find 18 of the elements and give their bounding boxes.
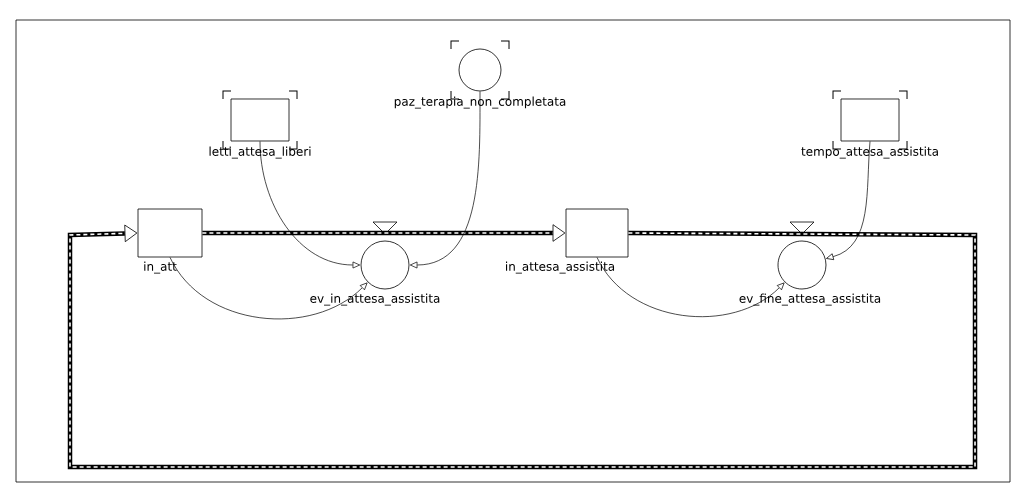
stock-box: in_attesa_assistita: [506, 208, 629, 274]
stock-box: in_att: [137, 208, 203, 274]
flow-pipe: [201, 224, 566, 242]
node-label: in_attesa_assistita: [506, 261, 615, 274]
node-label: in_att: [144, 261, 177, 274]
rate-valve: ev_in_attesa_assistita: [310, 221, 440, 306]
arrow: [826, 141, 871, 260]
flow-pipe: [67, 224, 978, 470]
arrow: [259, 141, 361, 269]
variable-box: tempo_attesa_assistita: [801, 90, 938, 159]
arrow: [169, 257, 368, 320]
node-label: ev_in_attesa_assistita: [310, 293, 440, 306]
rate-valve: ev_fine_attesa_assistita: [739, 221, 881, 306]
node-label: ev_fine_attesa_assistita: [739, 293, 881, 306]
node-label: tempo_attesa_assistita: [801, 146, 938, 159]
arrow: [596, 257, 785, 318]
node-label: paz_terapia_non_completata: [394, 96, 566, 109]
arrow: [409, 91, 481, 269]
